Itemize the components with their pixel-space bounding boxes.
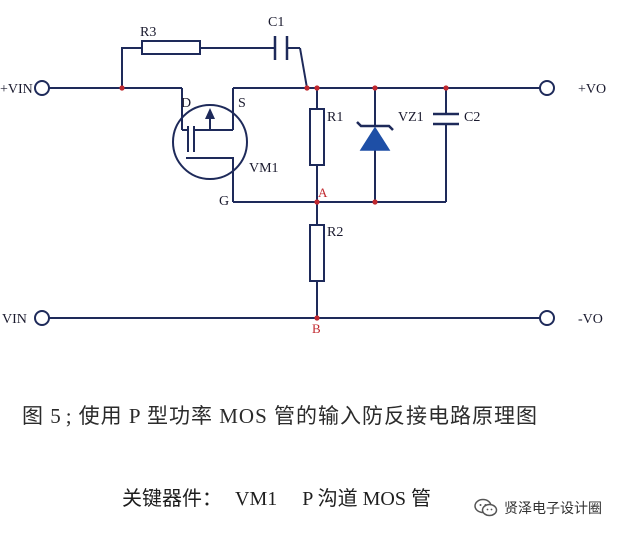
mosfet-vm1: [172, 88, 248, 180]
label-pin-d: D: [181, 96, 191, 111]
note-prefix: 关键器件：: [122, 488, 222, 510]
node-dot: [119, 85, 125, 91]
label-vin-minus: VIN: [2, 312, 27, 327]
watermark: 贤泽电子设计圈: [474, 496, 602, 520]
wire-r3-branch: [121, 47, 142, 88]
resistor-r1: [309, 108, 325, 166]
terminal-vo-minus: [539, 310, 555, 326]
circuit-schematic: +VIN VIN +VO -VO R3 C1 R1 R2 VZ1 C2 VM1 …: [0, 15, 606, 336]
label-vo-plus: +VO: [578, 82, 606, 97]
terminal-vin-plus: [34, 80, 50, 96]
terminal-vo-plus: [539, 80, 555, 96]
mosfet-arrow: [205, 108, 215, 119]
key-device-note: 关键器件： VM1 P 沟道 MOS 管: [122, 482, 439, 511]
label-pin-s: S: [238, 96, 246, 111]
figure-caption: 图 5;使用 P 型功率 MOS 管的输入防反接电路原理图: [22, 400, 538, 430]
resistor-r2: [309, 224, 325, 282]
capacitor-c2: [433, 112, 459, 126]
node-dot: [372, 85, 378, 91]
node-dot-b: [314, 315, 320, 321]
label-node-b: B: [312, 321, 321, 336]
note-description: P 沟道 MOS 管: [302, 488, 431, 510]
wire-c1-to-node: [299, 47, 308, 89]
label-node-a: A: [318, 185, 328, 200]
node-dot-a: [314, 199, 320, 205]
node-dot: [304, 85, 310, 91]
label-vo-minus: -VO: [578, 312, 603, 327]
label-r2: R2: [327, 225, 343, 240]
capacitor-c1: [273, 36, 289, 60]
label-vz1: VZ1: [398, 110, 424, 125]
label-c1: C1: [268, 15, 284, 30]
wechat-icon: [474, 498, 498, 517]
caption-text: 使用 P 型功率 MOS 管的输入防反接电路原理图: [78, 404, 539, 428]
caption-separator: ;: [65, 404, 73, 428]
node-dot: [372, 199, 378, 205]
terminal-vin-minus: [34, 310, 50, 326]
figure-label: 图 5: [22, 404, 62, 428]
resistor-r3: [141, 40, 201, 55]
node-dot: [443, 85, 449, 91]
watermark-text: 贤泽电子设计圈: [504, 501, 602, 517]
label-vm1: VM1: [249, 161, 279, 176]
label-c2: C2: [464, 110, 480, 125]
note-device: VM1: [235, 488, 278, 510]
label-r1: R1: [327, 110, 343, 125]
label-vin-plus: +VIN: [0, 82, 33, 97]
label-r3: R3: [140, 25, 156, 40]
label-pin-g: G: [219, 194, 229, 209]
zener-diode-vz1: [356, 121, 394, 151]
node-dot: [314, 85, 320, 91]
